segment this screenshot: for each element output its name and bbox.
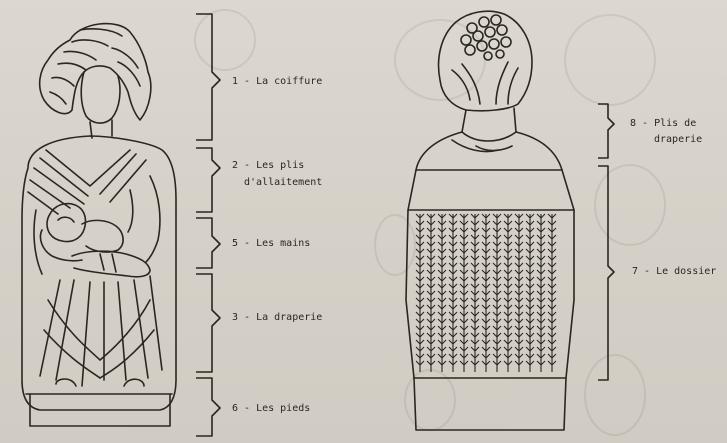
label-plis-draperie-line2: draperie <box>654 134 702 146</box>
label-mains: 5 - Les mains <box>232 238 310 250</box>
bracket-draperie <box>196 274 220 372</box>
bracket-allaitement <box>196 148 220 212</box>
label-coiffure: 1 - La coiffure <box>232 76 322 88</box>
label-allaitement-line2: d'allaitement <box>244 177 322 189</box>
bracket-pieds <box>196 378 220 436</box>
bracket-plis-draperie <box>598 104 614 158</box>
bracket-mains <box>196 218 220 268</box>
label-allaitement-line1: 2 - Les plis <box>232 160 304 172</box>
bracket-dossier <box>598 166 614 380</box>
label-dossier: 7 - Le dossier <box>632 266 716 278</box>
label-draperie: 3 - La draperie <box>232 312 322 324</box>
label-pieds: 6 - Les pieds <box>232 403 310 415</box>
label-plis-draperie-line1: 8 - Plis de <box>630 118 696 130</box>
bracket-coiffure <box>196 14 220 140</box>
